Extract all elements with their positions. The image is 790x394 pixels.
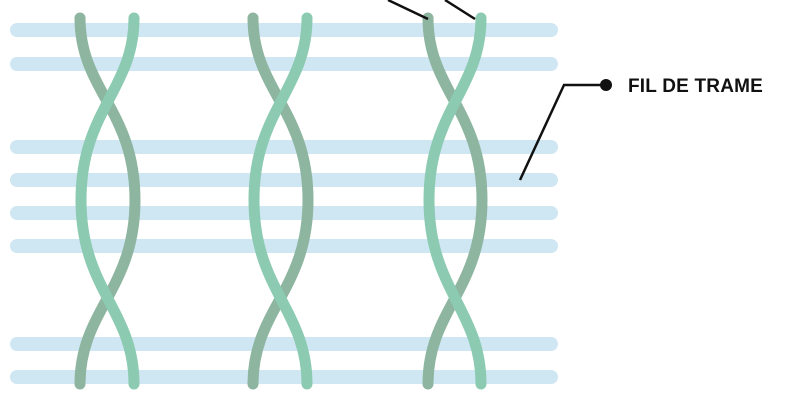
- warp-thread-dark: [74, 12, 141, 390]
- weft-threads: [10, 23, 558, 384]
- warp-thread-light: [248, 12, 313, 390]
- warp-pair: [247, 12, 314, 390]
- warp-thread-dark: [422, 12, 488, 390]
- warp-callout-line-left: [387, 0, 429, 21]
- weft-label: FIL DE TRAME: [628, 76, 763, 97]
- warp-thread-light: [423, 12, 487, 390]
- warp-pair: [74, 12, 141, 390]
- warp-callout-line-right: [444, 0, 476, 21]
- warp-thread-light: [75, 12, 140, 390]
- weft-callout-line: [518, 83, 606, 181]
- warp-callout: [387, 0, 476, 21]
- weft-callout-dot: [600, 79, 612, 91]
- weft-callout: FIL DE TRAME: [518, 76, 763, 181]
- warp-thread-dark: [247, 12, 314, 390]
- warp-pair: [422, 12, 488, 390]
